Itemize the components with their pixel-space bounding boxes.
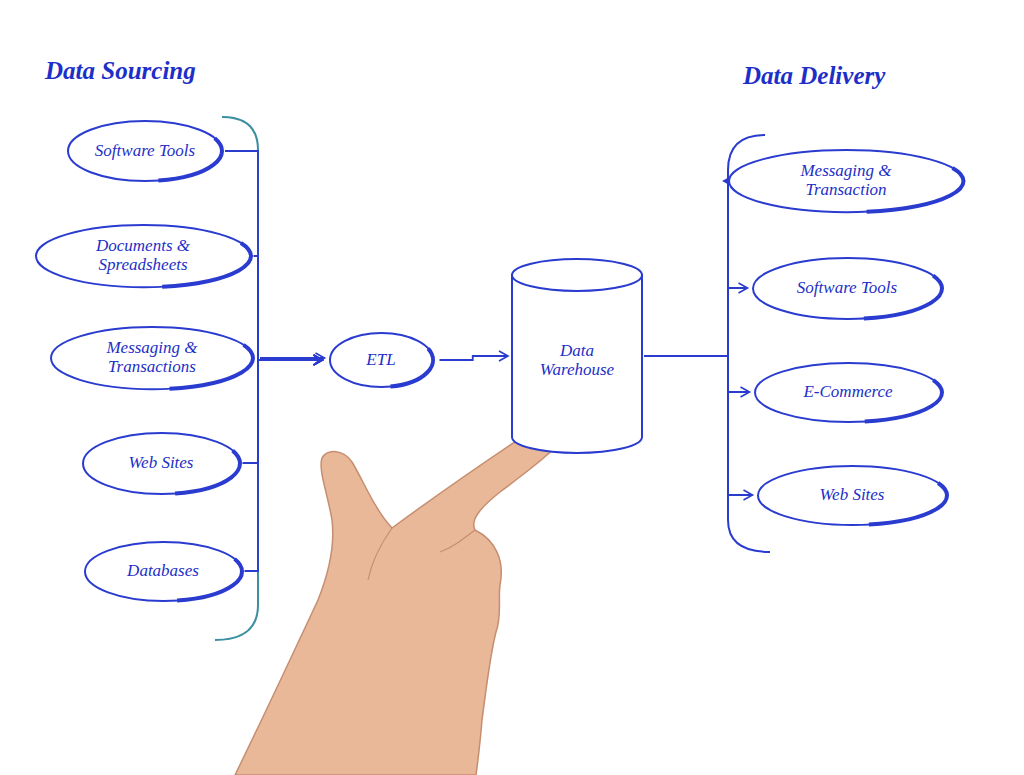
- ellipse-node: Messaging & Transaction: [726, 147, 967, 215]
- ellipse-outline: [758, 466, 947, 525]
- ellipse-outline: [729, 150, 964, 212]
- cylinder-top: [512, 259, 642, 291]
- node-text: E-Commerce: [803, 383, 892, 402]
- connector-arrow: [644, 356, 753, 495]
- ellipse-shadow-stroke: [390, 349, 433, 387]
- node-text: Web Sites: [128, 454, 193, 473]
- ellipse-node: Messaging & Transactions: [48, 324, 256, 392]
- node-text: Messaging & Transactions: [82, 339, 222, 376]
- ellipse-node: Software Tools: [750, 255, 945, 322]
- node-text: Messaging & Transaction: [764, 162, 929, 199]
- connector-arrow: [644, 181, 728, 356]
- ellipse-node: Software Tools: [65, 118, 225, 184]
- hand-crease: [440, 530, 475, 552]
- ellipse-outline: [83, 433, 240, 494]
- ellipse-node: E-Commerce: [752, 360, 945, 425]
- connector-arrow: [260, 357, 325, 359]
- ellipse-node: Web Sites: [80, 430, 243, 497]
- pointing-hand: [235, 422, 562, 775]
- ellipse-outline: [68, 121, 222, 181]
- ellipse-outline: [36, 225, 251, 287]
- group-heading: Data Sourcing: [45, 57, 196, 85]
- ellipse-outline: [755, 363, 942, 422]
- ellipse-node: Databases: [82, 539, 245, 604]
- connector-arrow: [245, 360, 323, 571]
- node-text: Software Tools: [797, 279, 897, 298]
- node-text: Databases: [127, 562, 199, 581]
- node-text: Software Tools: [95, 142, 195, 161]
- connector-arrow: [644, 356, 750, 392]
- cylinder-body: [512, 274, 642, 453]
- ellipse-node: Documents & Spreadsheets: [33, 222, 254, 290]
- node-text: Data Warehouse: [522, 342, 632, 379]
- ellipse-node: Web Sites: [755, 463, 950, 528]
- connector-arrow: [644, 288, 748, 356]
- ellipse-outline: [51, 327, 253, 389]
- ellipse-outline: [85, 542, 242, 601]
- connector-arrow: [243, 360, 323, 463]
- connector-arrow: [254, 256, 323, 360]
- database-cylinder: Data Warehouse: [510, 258, 644, 455]
- node-text: Web Sites: [819, 486, 884, 505]
- ellipse-outline: [753, 258, 942, 319]
- connector-arrow: [440, 356, 509, 360]
- ellipse-outline: [330, 333, 433, 387]
- group-heading: Data Delivery: [743, 62, 885, 90]
- node-text: ETL: [366, 351, 395, 370]
- node-text: Documents & Spreadsheets: [68, 237, 218, 274]
- hand-crease: [368, 528, 392, 580]
- ellipse-node: ETL: [327, 330, 436, 390]
